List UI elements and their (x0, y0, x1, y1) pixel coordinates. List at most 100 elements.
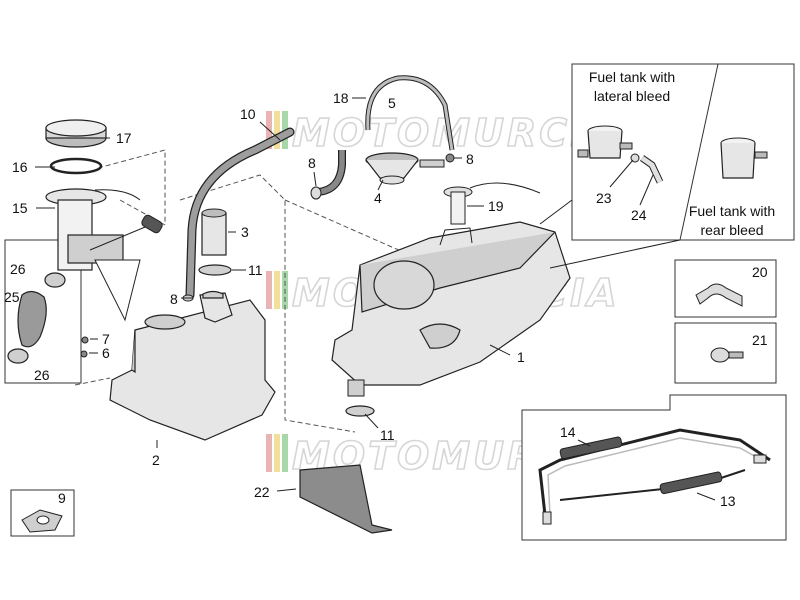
callout-7: 7 (102, 331, 110, 347)
callout-11-lower: 11 (380, 427, 395, 443)
fuel-line-fitting (753, 454, 767, 464)
callout-26-upper: 26 (10, 261, 26, 277)
watermark-stripe (266, 434, 272, 472)
lateral-filler-stub-left (577, 149, 589, 158)
heat-shield-22 (299, 464, 393, 534)
fuel-tank-main (331, 221, 571, 397)
pump-float-arm (89, 224, 151, 251)
hose-8-fill (317, 150, 345, 195)
pump-float (141, 214, 163, 234)
caption-lateral-line2: lateral bleed (594, 88, 670, 104)
filler-funnel-4 (365, 152, 419, 185)
funnel-body (365, 159, 419, 179)
watermark-stripe (266, 271, 272, 309)
leader-lines (35, 97, 716, 501)
bracket-20 (695, 283, 743, 307)
caption-rear-line1: Fuel tank with (689, 203, 775, 219)
screw-6 (80, 350, 88, 358)
rear-filler-body (720, 142, 756, 179)
leader-10 (259, 121, 281, 141)
watermark-stripe (274, 111, 280, 149)
watermark-stripe (274, 434, 280, 472)
watermark-top: MOTOMURCIA (266, 110, 618, 156)
screws (80, 336, 89, 358)
sender-wire (469, 182, 541, 194)
callout-6: 6 (102, 345, 110, 361)
callout-16: 16 (12, 159, 28, 175)
caption-lateral-line1: Fuel tank with (589, 69, 675, 85)
clamp-11-upper (198, 264, 232, 276)
callout-numbers: 1 2 3 4 5 6 7 8 8 8 9 10 11 11 13 14 15 … (4, 90, 768, 509)
pump-ring-nut-top (45, 119, 107, 137)
fuel-pump-assembly (45, 119, 163, 322)
hose-3 (201, 208, 227, 256)
clamp-lower-ring (345, 405, 375, 417)
pump-wire (94, 189, 141, 201)
callout-2: 2 (152, 452, 160, 468)
fuel-line-end (542, 511, 552, 525)
callout-8-right: 8 (466, 151, 474, 167)
lateral-filler-body (587, 130, 623, 159)
breather-valve (419, 153, 455, 168)
fuel-line-inner (547, 437, 766, 516)
tank-left-body (109, 299, 276, 441)
funnel-spout (379, 175, 405, 185)
watermark-stripe (282, 434, 288, 472)
callout-13: 13 (720, 493, 736, 509)
callout-15: 15 (12, 200, 28, 216)
fuel-tank-left (109, 290, 276, 441)
leader-23 (609, 159, 634, 188)
hose-clamp-inset (4, 239, 82, 384)
guide-line (97, 149, 166, 225)
leader-24 (639, 174, 654, 206)
callout-21: 21 (752, 332, 768, 348)
callout-23: 23 (596, 190, 612, 206)
callout-18: 18 (333, 90, 349, 106)
caption-rear-line2: rear bleed (700, 222, 763, 238)
inset-frame (674, 259, 777, 318)
callout-1: 1 (517, 349, 525, 365)
bracket-9-hole (36, 515, 50, 525)
watermark-stripe (274, 271, 280, 309)
tank-left-shade (131, 330, 136, 374)
breather-hose-18 (365, 75, 455, 151)
callout-26-lower: 26 (34, 367, 50, 383)
leader-22 (276, 488, 297, 492)
tank-main-sender-port (439, 227, 473, 246)
hose-18-fill (366, 76, 454, 151)
rear-filler-stub (754, 151, 768, 159)
fuel-line-panel (521, 394, 787, 541)
tank-left-neck-top (202, 290, 224, 299)
hose-10-fill (186, 128, 294, 299)
hose-13-sleeve (659, 471, 723, 495)
tank-main-filler-well (373, 260, 435, 310)
hose-clamp-lower (7, 348, 29, 364)
callout-4: 4 (374, 190, 382, 206)
bracket-20-inset (674, 259, 777, 318)
hose-8-clamp (310, 186, 322, 200)
bracket-9-inset (10, 489, 75, 537)
lateral-filler-stub-right (619, 142, 633, 150)
variant-captions: Fuel tank with lateral bleed Fuel tank w… (589, 69, 775, 238)
callout-3: 3 (241, 224, 249, 240)
lateral-hose-24-fill (640, 155, 663, 184)
leader-4 (377, 179, 384, 191)
hose-3-end (201, 208, 227, 218)
callout-8-mid: 8 (308, 155, 316, 171)
tank-main-outlet (347, 379, 365, 397)
guide-line (179, 174, 356, 433)
fuel-hose-10 (185, 127, 295, 300)
callout-5: 5 (388, 95, 396, 111)
shield-body (299, 464, 393, 534)
pump-strainer (94, 259, 141, 322)
variant-divider (679, 63, 719, 241)
leader-variant-bottom (549, 239, 681, 269)
callout-17: 17 (116, 130, 132, 146)
valve-clip (445, 153, 455, 163)
line-panel-frame (521, 394, 787, 541)
leader-11-lower (364, 413, 379, 429)
valve-body (419, 159, 445, 168)
callout-24: 24 (631, 207, 647, 223)
